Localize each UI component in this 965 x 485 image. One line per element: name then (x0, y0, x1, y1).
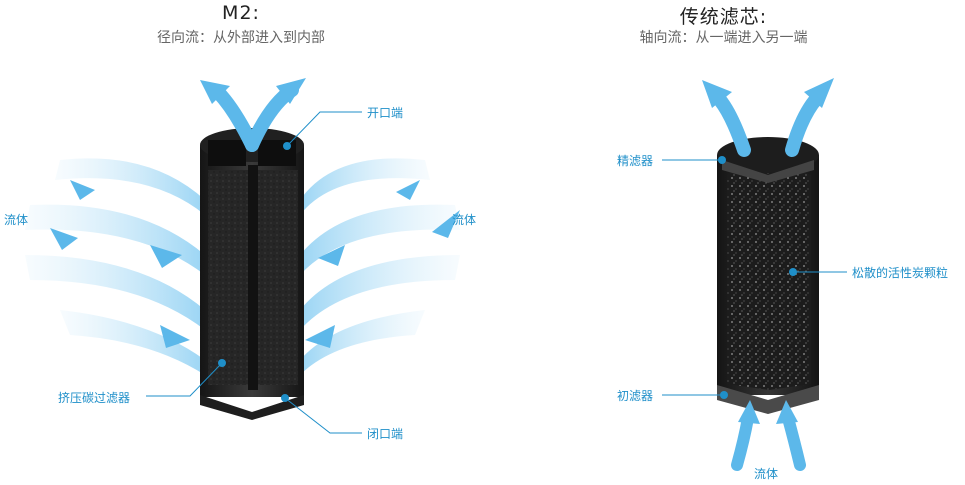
left-inward-arrows (50, 180, 190, 348)
m2-leader-dots (218, 142, 291, 402)
right-flow-bands (300, 158, 460, 375)
traditional-outflow-arrows (702, 78, 834, 157)
label-fluid-right: 流体 (452, 213, 477, 227)
panel-traditional: 传统滤芯: 轴向流：从一端进入另一端 (482, 0, 965, 485)
panel-m2: M2: 径向流：从外部进入到内部 (0, 0, 482, 485)
label-pre-filter: 初滤器 (617, 389, 654, 403)
traditional-leader-dots (718, 156, 797, 399)
label-closed-end: 闭口端 (367, 427, 404, 441)
m2-diagram (25, 78, 460, 434)
right-inward-arrows (305, 180, 460, 348)
left-flow-bands (25, 158, 205, 375)
label-open-end: 开口端 (367, 106, 404, 120)
traditional-diagram (662, 78, 847, 471)
label-loose-carbon: 松散的活性炭颗粒 (852, 266, 949, 280)
label-fluid-left: 流体 (4, 213, 29, 227)
m2-title: M2: (222, 2, 260, 24)
m2-filter-cylinder (200, 128, 304, 420)
traditional-inflow-arrows (731, 400, 806, 471)
label-extruded-filter: 挤压碳过滤器 (58, 391, 131, 405)
traditional-filter-cylinder (717, 137, 819, 414)
m2-subtitle: 径向流：从外部进入到内部 (157, 30, 325, 46)
m2-leader-lines (146, 111, 362, 434)
traditional-leader-lines (662, 159, 847, 396)
traditional-subtitle: 轴向流：从一端进入另一端 (639, 30, 808, 46)
label-fluid-bottom: 流体 (754, 467, 779, 481)
traditional-title: 传统滤芯: (679, 6, 768, 28)
m2-outflow-arrows (200, 78, 306, 152)
label-fine-filter: 精滤器 (617, 154, 654, 168)
